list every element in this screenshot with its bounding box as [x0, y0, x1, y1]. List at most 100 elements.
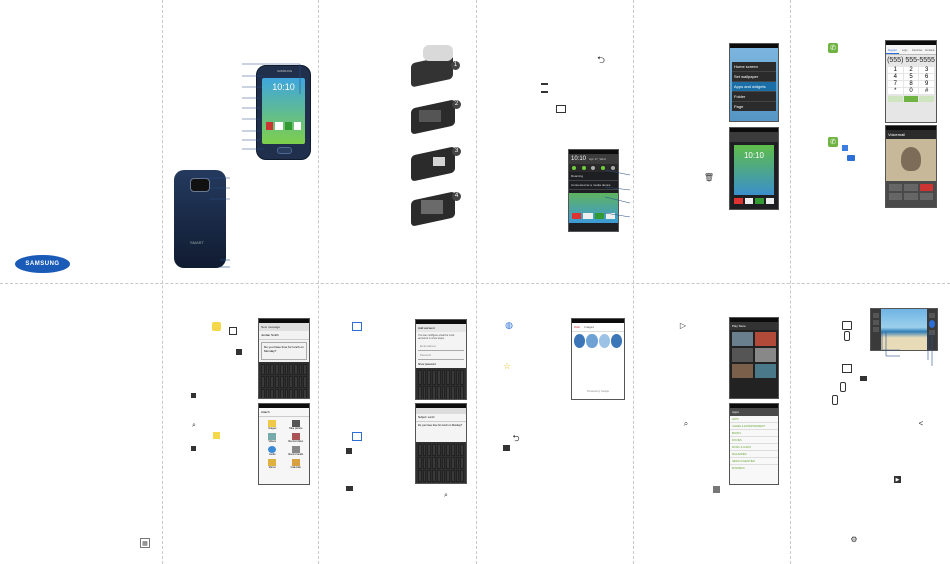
call-button[interactable]: [903, 96, 919, 102]
attach-option[interactable]: Audio: [262, 446, 283, 456]
dial-key[interactable]: *: [888, 88, 903, 94]
menu-item[interactable]: Folder: [732, 92, 776, 102]
callout-lines-front: [242, 63, 301, 150]
shutter-button[interactable]: [929, 320, 935, 328]
rear-camera: [190, 178, 210, 192]
dialer-tab[interactable]: Logs: [902, 49, 908, 52]
dial-key[interactable]: 1: [888, 67, 903, 73]
new-message-screenshot: New message Jordan Smith Do you have tim…: [258, 318, 310, 399]
attach-icon: ⌕: [444, 492, 448, 499]
menu-item[interactable]: Apps and widgets: [732, 82, 776, 92]
compose-email-screenshot: Subject: Lunch Do you have time for lunc…: [415, 403, 467, 484]
apps-list-item[interactable]: MOVIES: [730, 437, 778, 444]
front-clock: 10:10: [272, 82, 295, 92]
samsung-logo: SAMSUNG: [15, 255, 70, 273]
keyboard[interactable]: [416, 368, 466, 399]
attach-option[interactable]: Calendar: [286, 459, 307, 469]
keyboard[interactable]: [259, 362, 309, 398]
show-password-checkbox[interactable]: Show password: [418, 363, 436, 366]
dial-key[interactable]: 5: [903, 74, 919, 80]
recipient-field[interactable]: Jordan Smith: [259, 331, 309, 340]
attach-screenshot: Attach Images Take picture Videos Record…: [258, 403, 310, 485]
apps-list-item[interactable]: BUSINESS: [732, 466, 745, 470]
home-menu-screenshot: Home screen Set wallpaper Apps and widge…: [729, 43, 779, 122]
search-thumbnails: [572, 332, 624, 350]
grid-icon: ▦: [140, 538, 150, 548]
browser-tab[interactable]: Web: [574, 325, 581, 329]
dial-key[interactable]: 9: [919, 81, 934, 87]
compose-icon: [346, 448, 352, 454]
panel-divider: [162, 0, 163, 564]
apps-list-header: Apps: [730, 408, 778, 416]
edit-clock: 10:10: [743, 151, 765, 160]
phone-front-screen: 10:10: [262, 78, 305, 144]
dialer-tab[interactable]: Contacts: [924, 49, 935, 52]
video-call-icon: [847, 155, 855, 161]
dial-key[interactable]: 3: [919, 67, 934, 73]
browser-tab[interactable]: Images: [584, 325, 594, 329]
dial-key[interactable]: 0: [903, 88, 919, 94]
step-4-replace: 4: [411, 190, 461, 227]
attach-option[interactable]: Videos: [262, 433, 283, 443]
camera-icon: [842, 321, 852, 330]
dial-key[interactable]: 7: [888, 81, 903, 87]
caller-photo: [886, 139, 936, 181]
attach-option[interactable]: Record audio: [286, 446, 307, 456]
compose-icon: [229, 327, 237, 335]
grid-icon: [713, 486, 720, 493]
phone-front: 10:10 SAMSUNG: [256, 65, 311, 160]
dial-key[interactable]: 4: [888, 74, 903, 80]
apps-list-item[interactable]: BOOKS: [730, 430, 778, 437]
dial-key[interactable]: 6: [919, 74, 934, 80]
attach-option[interactable]: Record video: [286, 433, 307, 443]
phone-app-icon: ✆: [828, 137, 838, 147]
trash-icon: 🗑: [703, 173, 715, 182]
dialer-keypad: 1 2 3 4 5 6 7 8 9 * 0 #: [886, 66, 936, 95]
menu-item[interactable]: Home screen: [732, 62, 776, 72]
dialer-tab[interactable]: Favorites: [912, 49, 923, 52]
keyboard[interactable]: [416, 442, 466, 483]
quick-settings: [569, 164, 618, 172]
email-icon: [352, 432, 362, 441]
apps-list-item[interactable]: APPS: [730, 416, 778, 423]
attach-option[interactable]: Take picture: [286, 420, 307, 430]
notification-item-usb[interactable]: Connected as a media device: [569, 181, 618, 190]
email-address-field[interactable]: Email address: [418, 343, 464, 351]
recent-apps-icon: [556, 105, 566, 113]
home-key: [277, 147, 292, 154]
dial-key[interactable]: 8: [903, 81, 919, 87]
menu-item[interactable]: Set wallpaper: [732, 72, 776, 82]
apps-list-item[interactable]: MUSIC & AUDIO: [730, 444, 778, 451]
phone-app-icon: ✆: [828, 43, 838, 53]
panel-divider: [318, 0, 319, 564]
dial-key[interactable]: 2: [903, 67, 919, 73]
attach-option[interactable]: Images: [262, 420, 283, 430]
apps-list-item[interactable]: GAMES & ENTERTAINMENT: [730, 423, 778, 430]
end-call-button[interactable]: [919, 184, 933, 191]
panel-time: 10:10: [571, 156, 587, 162]
message-body[interactable]: Do you have time for lunch on Monday?: [261, 342, 307, 360]
apps-list-item[interactable]: NEWS & WEATHER: [730, 458, 778, 465]
front-brand: SAMSUNG: [277, 69, 293, 73]
play-icon: ▶: [894, 476, 901, 483]
front-dock: [266, 122, 301, 130]
bookmark-icon: [503, 445, 510, 451]
panel-divider: [790, 0, 791, 564]
attach-title: Attach: [259, 408, 309, 417]
menu-item[interactable]: Page: [734, 104, 744, 109]
switch-camera-icon: [844, 331, 850, 341]
video-icon: [860, 376, 867, 381]
notification-panel-screenshot: 10:10 Apr 17, Wed Roaming Connected as a…: [568, 149, 619, 232]
dial-key[interactable]: #: [919, 88, 934, 94]
apps-list-screenshot: Apps APPS GAMES & ENTERTAINMENT BOOKS MO…: [729, 403, 779, 485]
email-body[interactable]: Do you have time for lunch on Monday?: [418, 424, 463, 427]
notification-item-roaming[interactable]: Roaming: [569, 172, 618, 181]
attach-option[interactable]: Memo: [262, 459, 283, 469]
panel-date: Apr 17, Wed: [589, 157, 606, 161]
apps-list-item[interactable]: MAGAZINES: [730, 451, 778, 458]
subject-field[interactable]: Subject: Lunch: [416, 414, 466, 422]
add-account-hint: You can configure email for most account…: [418, 334, 455, 340]
dialer-tab[interactable]: Keypad: [886, 45, 899, 54]
password-field[interactable]: Password: [418, 352, 464, 360]
message-icon: [191, 393, 196, 398]
